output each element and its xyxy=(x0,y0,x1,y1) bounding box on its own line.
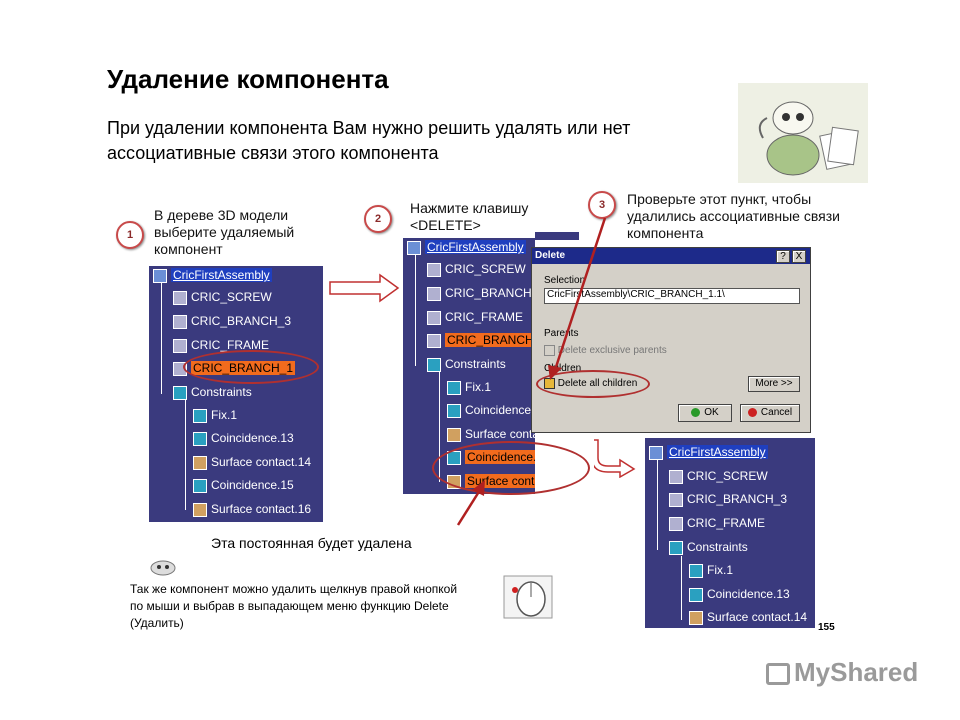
tree-node-selected[interactable]: CRIC_BRANCH xyxy=(427,331,535,349)
constraints-icon xyxy=(669,540,683,555)
ok-button[interactable]: OK xyxy=(678,404,732,422)
contact-icon xyxy=(193,455,207,470)
spec-tree-3: CricFirstAssembly CRIC_SCREW CRIC_BRANCH… xyxy=(645,438,815,628)
contact-icon xyxy=(193,502,207,517)
tree-node[interactable]: Surface contact.14 xyxy=(447,425,535,443)
highlight-ellipse xyxy=(183,350,319,384)
tree-node[interactable]: Coincidence.13 xyxy=(193,429,294,447)
coincidence-icon xyxy=(689,587,703,602)
step-3-badge: 3 xyxy=(588,191,616,219)
tree-node[interactable]: CRIC_BRANCH_3 xyxy=(669,490,787,508)
tree-node[interactable]: Coincidence xyxy=(447,401,531,419)
tree-node[interactable]: Surface contact.16 xyxy=(193,500,311,518)
ok-icon xyxy=(691,407,701,417)
selection-label: Selection xyxy=(544,275,586,286)
page-title: Удаление компонента xyxy=(107,64,389,94)
pointer-arrow-to-checkbox xyxy=(553,217,607,371)
parents-label: Parents xyxy=(544,328,579,339)
coincidence-icon xyxy=(193,478,207,493)
tree-node[interactable]: CRIC_FRAME xyxy=(173,336,269,354)
tree-node[interactable]: CRIC_SCREW xyxy=(427,260,526,278)
part-icon xyxy=(427,333,441,348)
tree-node[interactable]: Constraints xyxy=(173,383,252,401)
tree-node-root[interactable]: CricFirstAssembly xyxy=(407,238,526,256)
help-button[interactable]: ? xyxy=(776,250,790,263)
step-3-text: Проверьте этот пункт, чтобы удалились ас… xyxy=(627,191,840,241)
contact-icon xyxy=(689,610,703,625)
coincidence-icon xyxy=(447,403,461,418)
selection-field[interactable]: CricFirstAssembly\CRIC_BRANCH_1.1\ xyxy=(544,288,800,304)
tree-node[interactable]: Constraints xyxy=(669,538,748,556)
highlight-ellipse xyxy=(536,370,650,398)
tree-node[interactable]: Coincidence.13 xyxy=(689,585,790,603)
page-number: 155 xyxy=(818,622,835,633)
dialog-title-bar: Delete xyxy=(532,248,810,264)
assembly-icon xyxy=(153,268,167,283)
cancel-icon xyxy=(747,407,757,417)
tree-2-scroll-edge xyxy=(535,232,579,240)
part-icon xyxy=(427,262,441,277)
tree-node[interactable]: CRIC_SCREW xyxy=(173,288,272,306)
pointer-arrows xyxy=(456,217,607,526)
tree-node[interactable]: Fix.1 xyxy=(193,406,237,424)
arrow-right-icon xyxy=(328,273,400,308)
contact-icon xyxy=(447,427,461,442)
more-button[interactable]: More >> xyxy=(748,376,800,392)
constraint-caption: Эта постоянная будет удалена xyxy=(211,535,412,551)
constraints-icon xyxy=(427,357,441,372)
fix-icon xyxy=(689,563,703,578)
arrow-head xyxy=(548,365,562,380)
note-icon xyxy=(150,560,176,581)
tree-node[interactable]: Coincidence.15 xyxy=(193,476,294,494)
part-icon xyxy=(173,290,187,305)
tree-node[interactable]: Surface contact.14 xyxy=(193,453,311,471)
thinking-figure-icon xyxy=(738,83,868,183)
mouse-icon xyxy=(503,575,553,624)
step-2-text: Нажмите клавишу <DELETE> xyxy=(410,200,529,233)
tree-node[interactable]: CRIC_SCREW xyxy=(669,467,768,485)
part-icon xyxy=(173,338,187,353)
logo-icon xyxy=(766,663,790,686)
highlight-ellipse xyxy=(432,441,590,495)
tree-node[interactable]: Constraints xyxy=(427,355,506,373)
children-label: Children xyxy=(544,363,582,374)
tree-node[interactable]: CRIC_FRAME xyxy=(427,308,523,326)
right-click-note: Так же компонент можно удалить щелкнув п… xyxy=(130,582,458,630)
fix-icon xyxy=(447,380,461,395)
tree-node-root[interactable]: CricFirstAssembly xyxy=(153,266,272,284)
tree-node[interactable]: CRIC_BRANCH xyxy=(427,284,532,302)
step-1-badge: 1 xyxy=(116,221,144,249)
constraints-icon xyxy=(173,385,187,400)
part-icon xyxy=(173,314,187,329)
part-icon xyxy=(427,286,441,301)
intro-text: При удалении компонента Вам нужно решить… xyxy=(107,118,631,163)
close-button[interactable]: X xyxy=(792,250,806,263)
tree-node[interactable]: Fix.1 xyxy=(689,561,733,579)
tree-node[interactable]: CRIC_BRANCH_3 xyxy=(173,312,291,330)
tree-node[interactable]: CRIC_FRAME xyxy=(669,514,765,532)
arrow-head xyxy=(472,480,485,496)
tree-node[interactable]: Surface contact.14 xyxy=(689,608,807,626)
coincidence-icon xyxy=(193,431,207,446)
assembly-icon xyxy=(649,445,663,460)
tree-node[interactable]: Fix.1 xyxy=(447,378,491,396)
assembly-icon xyxy=(407,240,421,255)
tree-node-root[interactable]: CricFirstAssembly xyxy=(649,443,768,461)
delete-exclusive-checkbox[interactable]: Delete exclusive parents xyxy=(544,345,667,356)
part-icon xyxy=(669,492,683,507)
curved-arrow-icon xyxy=(591,438,638,483)
part-icon xyxy=(669,469,683,484)
step-1-text: В дереве 3D модели выберите удаляемый ко… xyxy=(154,207,295,257)
fix-icon xyxy=(193,408,207,423)
spec-tree-1: CricFirstAssembly CRIC_SCREW CRIC_BRANCH… xyxy=(149,266,323,522)
cancel-button[interactable]: Cancel xyxy=(740,404,800,422)
watermark-logo: MyShared xyxy=(766,657,918,688)
part-icon xyxy=(427,310,441,325)
checkbox-box xyxy=(544,345,555,356)
part-icon xyxy=(669,516,683,531)
step-2-badge: 2 xyxy=(364,205,392,233)
pointer-arrow-to-constraint xyxy=(456,489,482,526)
